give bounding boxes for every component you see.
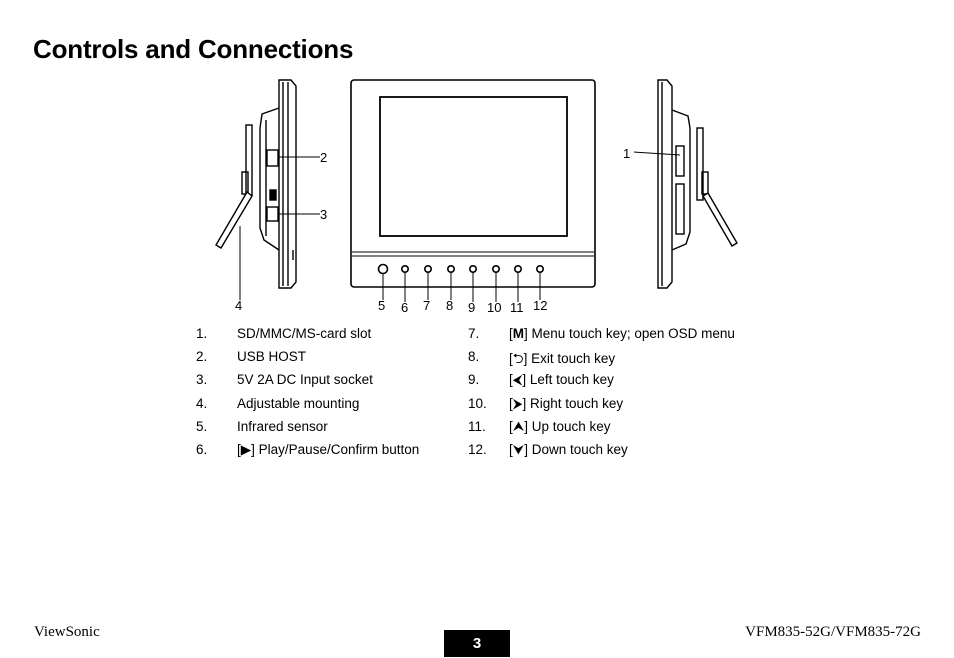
item-number: 11. xyxy=(468,418,486,434)
callout-7: 7 xyxy=(423,298,430,313)
play-icon: ▶ xyxy=(240,441,252,457)
callout-10: 10 xyxy=(487,300,501,315)
page-title: Controls and Connections xyxy=(33,34,354,64)
callout-9: 9 xyxy=(468,300,475,315)
bracket-open: [ xyxy=(509,441,513,457)
item-number: 12. xyxy=(468,441,487,457)
callout-11: 11 xyxy=(510,300,524,315)
chevron-right-icon: ⮞ xyxy=(512,395,523,411)
item-number: 6. xyxy=(196,441,208,457)
left-side-view xyxy=(215,79,297,289)
bracket-open: [ xyxy=(509,418,513,434)
leader-lines xyxy=(239,151,681,302)
item-text: Infrared sensor xyxy=(237,418,328,434)
item-text: USB HOST xyxy=(237,349,307,365)
item-text: ] Up touch key xyxy=(524,418,611,434)
chevron-left-icon: ⮜ xyxy=(512,372,523,388)
footer-brand: ViewSonic xyxy=(34,624,100,640)
item-number: 10. xyxy=(468,395,487,411)
callout-2: 2 xyxy=(320,150,327,165)
item-number: 9. xyxy=(468,372,480,388)
item-number: 1. xyxy=(196,326,208,341)
item-text: ] Down touch key xyxy=(524,441,628,457)
callout-1: 1 xyxy=(623,146,630,161)
callout-4: 4 xyxy=(235,298,242,313)
callout-numbers: 1 2 3 4 5 6 7 8 9 10 11 12 xyxy=(235,146,630,315)
callout-6: 6 xyxy=(401,300,408,315)
callout-8: 8 xyxy=(446,298,453,313)
item-number: 2. xyxy=(196,349,208,365)
chevron-up-icon: ⮝ xyxy=(512,418,525,434)
right-side-view xyxy=(657,79,738,289)
page-number: 3 xyxy=(444,630,510,657)
bracket-open: [ xyxy=(509,372,513,388)
item-number: 8. xyxy=(468,349,480,365)
bracket-open: [ xyxy=(509,326,513,341)
item-text: ] Exit touch key xyxy=(523,351,616,367)
device-diagram: 1 2 3 4 5 6 7 8 9 10 11 12 xyxy=(215,79,738,315)
item-text: 5V 2A DC Input socket xyxy=(237,372,373,388)
bracket-open: [ xyxy=(237,441,241,457)
footer-model: VFM835-52G/VFM835-72G xyxy=(745,624,921,640)
item-text: ] Right touch key xyxy=(522,395,624,411)
bracket-open: [ xyxy=(509,351,513,367)
menu-key-label: M xyxy=(512,326,525,341)
item-text: ] Left touch key xyxy=(522,372,614,388)
chevron-down-icon: ⮟ xyxy=(512,441,525,457)
item-number: 7. xyxy=(468,326,480,341)
exit-arrow-icon: ⮌ xyxy=(512,351,524,367)
item-text: ] Play/Pause/Confirm button xyxy=(251,441,420,457)
callout-5: 5 xyxy=(378,298,385,313)
item-number: 4. xyxy=(196,395,208,411)
item-number: 5. xyxy=(196,418,208,434)
callout-12: 12 xyxy=(533,298,547,313)
item-text: Adjustable mounting xyxy=(237,395,360,411)
item-text: SD/MMC/MS-card slot xyxy=(237,326,372,341)
callout-3: 3 xyxy=(320,207,327,222)
item-text: ] Menu touch key; open OSD menu xyxy=(524,326,735,341)
item-number: 3. xyxy=(196,372,208,388)
front-view xyxy=(350,79,596,288)
bracket-open: [ xyxy=(509,395,513,411)
